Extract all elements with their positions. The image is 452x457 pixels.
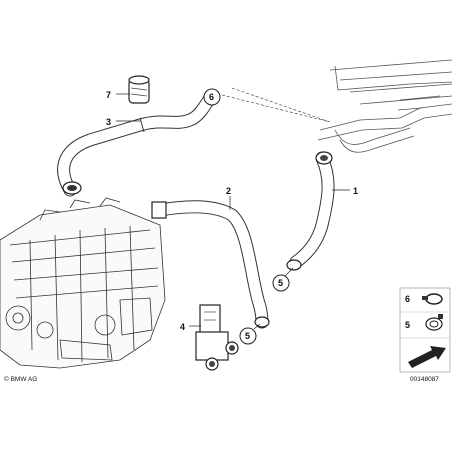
callout-3-label: 3 <box>106 117 111 127</box>
heater-core <box>317 59 452 153</box>
callout-5a: 5 <box>272 267 294 292</box>
legend: 6 5 <box>399 287 451 373</box>
arrow-icon <box>408 346 446 368</box>
callout-7: 7 <box>106 90 130 100</box>
callout-3: 3 <box>106 117 140 127</box>
valve-4 <box>195 304 239 371</box>
callout-1-label: 1 <box>353 186 358 196</box>
callout-5b-label: 5 <box>245 331 250 341</box>
connector-7 <box>128 75 150 104</box>
leader-dashed-2 <box>231 87 331 123</box>
hose-3 <box>57 91 217 197</box>
callout-1: 1 <box>332 186 358 196</box>
callout-4: 4 <box>180 322 201 332</box>
callout-5b: 5 <box>239 323 261 345</box>
legend-item-5-label: 5 <box>405 320 410 330</box>
drawing-number: 00148087 <box>410 376 439 383</box>
callout-2: 2 <box>226 186 231 210</box>
hose-clamp-icon <box>425 314 443 331</box>
copyright-text: © BMW AG <box>4 375 37 383</box>
hose-1 <box>286 151 335 271</box>
callout-7-label: 7 <box>106 90 111 100</box>
callout-4-label: 4 <box>180 322 185 332</box>
legend-item-6-label: 6 <box>405 294 410 304</box>
callout-5a-label: 5 <box>278 278 283 288</box>
clamp-icon <box>422 293 443 305</box>
callout-6: 6 <box>203 88 221 106</box>
hose-2 <box>151 200 270 329</box>
callout-6-label: 6 <box>209 92 214 102</box>
leader-dashed <box>221 94 331 123</box>
engine-block <box>0 197 166 369</box>
callout-2-label: 2 <box>226 186 231 196</box>
